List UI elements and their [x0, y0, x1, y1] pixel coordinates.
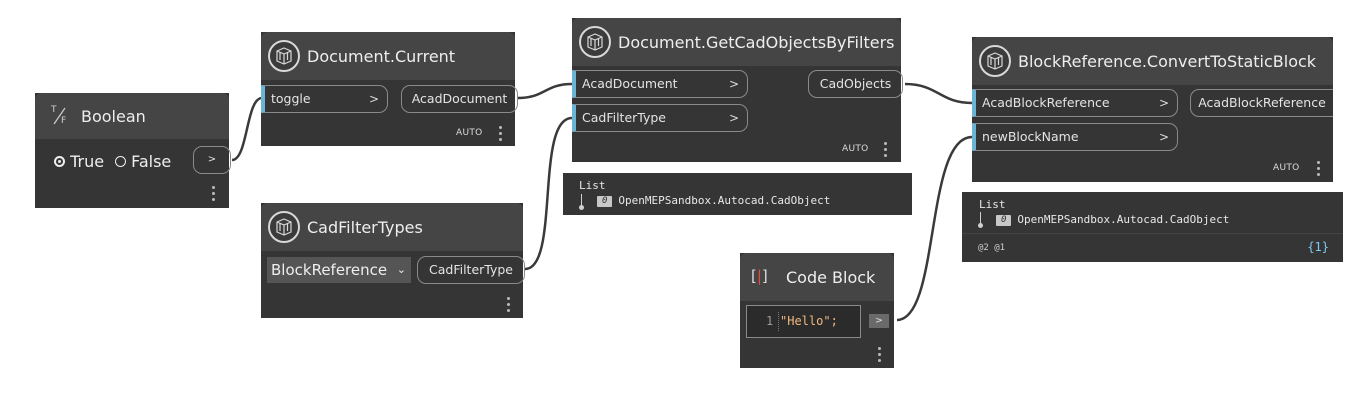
chevron-right-icon: >	[728, 111, 739, 125]
node-header[interactable]	[35, 93, 229, 139]
node-menu-icon[interactable]	[499, 126, 503, 142]
boolean-output-port[interactable]: >	[193, 146, 231, 174]
toggle-input-port[interactable]: toggle >	[261, 85, 388, 113]
cadfiltertype-output-port[interactable]: CadFilterType	[417, 256, 525, 284]
node-title: Document.Current	[307, 47, 456, 66]
true-radio[interactable]: True	[54, 152, 104, 171]
wire-boolean-to-toggle[interactable]	[231, 96, 263, 162]
code-editor[interactable]: 1 "Hello";	[746, 305, 861, 338]
preview-footer-divider	[962, 233, 1343, 234]
get-cad-objects-node[interactable]: Document.GetCadObjectsByFilters AcadDocu…	[572, 18, 903, 162]
radio-selected-icon	[54, 156, 65, 167]
node-menu-icon[interactable]	[878, 347, 882, 363]
acadblockreference-input-port[interactable]: AcadBlockReference >	[972, 89, 1178, 117]
preview-list-header: List	[979, 198, 1006, 211]
lacing-label: AUTO	[456, 128, 483, 138]
node-menu-icon[interactable]	[884, 142, 888, 158]
node-header[interactable]	[261, 203, 523, 251]
cadfiltertypes-node[interactable]: CadFilterTypes BlockReference ⌄ CadFilte…	[261, 203, 525, 318]
acadblockreference-output-port[interactable]: AcadBlockReference	[1190, 89, 1333, 117]
chevron-right-icon: >	[368, 92, 379, 106]
code-text: "Hello";	[780, 314, 838, 328]
tree-branch-icon	[579, 194, 584, 210]
codeblock-output-port[interactable]: >	[869, 314, 889, 328]
cadobjects-output-port[interactable]: CadObjects	[808, 70, 903, 98]
package-icon	[268, 211, 300, 243]
node-title: Document.GetCadObjectsByFilters	[618, 33, 895, 52]
preview-list-header: List	[579, 179, 606, 192]
code-block-icon: [|]	[751, 267, 768, 285]
chevron-down-icon: ⌄	[396, 263, 406, 276]
index-chip: 0	[996, 215, 1012, 226]
node-header[interactable]	[261, 32, 515, 80]
gutter-divider	[778, 312, 779, 331]
node-menu-icon[interactable]	[1317, 161, 1321, 177]
list-count: {1}	[1307, 240, 1329, 254]
wire-codeblock-to-newblockname[interactable]	[896, 135, 973, 322]
node-header[interactable]	[972, 37, 1333, 85]
chevron-right-icon: >	[1158, 96, 1169, 110]
convert-to-static-block-node[interactable]: BlockReference.ConvertToStaticBlock Acad…	[972, 37, 1333, 182]
lacing-label: AUTO	[1273, 163, 1300, 173]
acaddocument-output-port[interactable]: AcadDocument	[401, 85, 518, 113]
node-header[interactable]	[740, 253, 894, 301]
document-current-node[interactable]: Document.Current toggle > AcadDocument A…	[261, 32, 518, 146]
node-title: Boolean	[81, 107, 146, 126]
chevron-right-icon: >	[728, 77, 739, 91]
code-block-node[interactable]: [|] Code Block 1 "Hello"; >	[740, 253, 894, 368]
package-icon	[579, 26, 611, 58]
node-title: Code Block	[786, 268, 876, 287]
package-icon	[268, 40, 300, 72]
newblockname-input-port[interactable]: newBlockName >	[972, 123, 1178, 151]
wire-document-to-acaddocument[interactable]	[517, 82, 573, 100]
line-number: 1	[766, 314, 774, 328]
node-title: BlockReference.ConvertToStaticBlock	[1018, 52, 1317, 71]
boolean-icon: T F	[51, 105, 67, 126]
node-menu-icon[interactable]	[507, 297, 511, 313]
index-chip: 0	[597, 196, 613, 207]
radio-unselected-icon	[115, 156, 126, 167]
false-radio[interactable]: False	[115, 152, 171, 171]
wire-cadobjects-to-acadblockreference[interactable]	[904, 82, 973, 105]
lacing-label: AUTO	[842, 144, 869, 154]
boolean-node[interactable]: T F Boolean True False >	[35, 93, 231, 208]
list-levels: @2 @1	[978, 243, 1006, 253]
node-header[interactable]	[572, 18, 901, 66]
tree-branch-icon	[978, 212, 983, 228]
package-icon	[979, 45, 1011, 77]
acaddocument-input-port[interactable]: AcadDocument >	[572, 70, 748, 98]
node-title: CadFilterTypes	[307, 218, 423, 237]
filter-type-dropdown[interactable]: BlockReference ⌄	[267, 257, 411, 283]
node-menu-icon[interactable]	[212, 186, 216, 202]
cadfiltertype-input-port[interactable]: CadFilterType >	[572, 104, 748, 132]
chevron-right-icon: >	[1158, 130, 1169, 144]
